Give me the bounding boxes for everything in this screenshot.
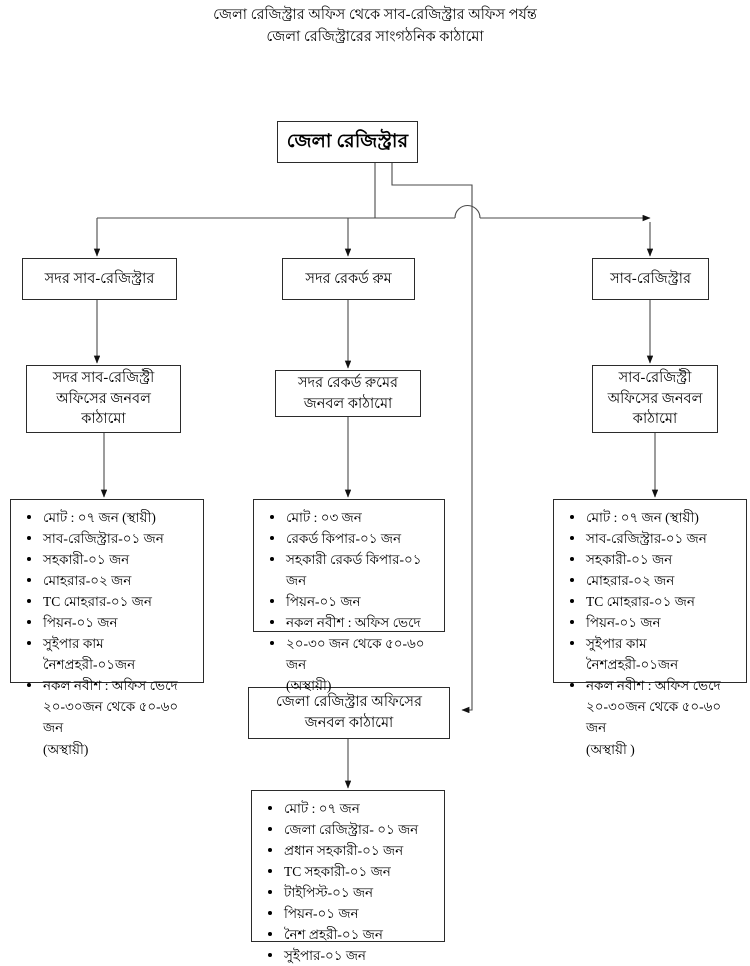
list-item: মোহরার-০২ জন (27, 570, 197, 591)
list-sadar-sub-registry-staff-items: মোট : ০৭ জন (স্থায়ী)সাব-রেজিস্ট্রার-০১ … (15, 507, 197, 760)
list-item: ২০-৩০জন থেকে ৫০-৬০ জন (43, 699, 179, 736)
list-item: টাইপিস্ট-০১ জন (268, 882, 438, 903)
list-item: নকল নবীশ : অফিস ভেদে (270, 612, 438, 633)
list-item: (অস্থায়ী) (286, 678, 332, 694)
edge-root-to-office-stem (391, 163, 473, 205)
list-item: প্রধান সহকারী-০১ জন (268, 840, 438, 861)
list-item: সাব-রেজিস্ট্রার-০১ জন (27, 528, 197, 549)
page-title: জেলা রেজিস্ট্রার অফিস থেকে সাব-রেজিস্ট্র… (0, 4, 750, 49)
node-sub-registrar-label: সাব-রেজিস্ট্রার (610, 270, 691, 287)
list-item: নৈশ প্রহরী-০১ জন (268, 924, 438, 945)
list-item: ২০-৩০ জন থেকে ৫০-৬০ জন (270, 633, 438, 675)
list-item: মোট : ০৭ জন (268, 798, 438, 819)
list-item: TC সহকারী-০১ জন (268, 861, 438, 882)
list-item: TC মোহরার-০১ জন (27, 591, 197, 612)
list-item: সহকারী-০১ জন (570, 549, 740, 570)
page-title-line-2: জেলা রেজিস্ট্রারের সাংগঠনিক কাঠামো (266, 29, 484, 46)
list-item: (অস্থায়ী) (43, 741, 89, 757)
node-sadar-sub-registrar-label: সদর সাব-রেজিস্ট্রার (44, 270, 155, 287)
list-sub-registry-staff: মোট : ০৭ জন (স্থায়ী)সাব-রেজিস্ট্রার-০১ … (553, 499, 747, 757)
node-sadar-sub-registrar[interactable]: সদর সাব-রেজিস্ট্রার (22, 258, 177, 300)
list-item: ২০-৩০জন থেকে ৫০-৬০ জন (586, 699, 722, 736)
list-item: মোট : ০৩ জন (270, 507, 438, 528)
list-item: নকল নবীশ : অফিস ভেদে (27, 675, 197, 696)
list-item: (অস্থায়ী ) (586, 741, 635, 757)
list-item: রেকর্ড কিপার-০১ জন (270, 528, 438, 549)
node-sadar-record-room-structure-label: সদর রেকর্ড রুমের জনবল কাঠামো (297, 374, 399, 412)
node-sadar-record-room-label: সদর রেকর্ড রুম (305, 270, 392, 287)
list-item: পিয়ন-০১ জন (570, 612, 740, 633)
node-district-registrar-label: জেলা রেজিস্ট্রার (286, 130, 409, 152)
edge-trunk-to-office-structure (461, 205, 473, 714)
list-item: TC মোহরার-০১ জন (570, 591, 740, 612)
list-item: সুইপার কাম নৈশপ্রহরী-০১জন (27, 633, 197, 675)
node-sadar-sub-registry-structure[interactable]: সদর সাব-রেজিস্ট্রী অফিসের জনবল কাঠামো (26, 365, 181, 433)
list-item: সুইপার কাম নৈশপ্রহরী-০১জন (570, 633, 740, 675)
list-item: জেলা রেজিস্ট্রার- ০১ জন (268, 819, 438, 840)
list-item: মোট : ০৭ জন (স্থায়ী) (27, 507, 197, 528)
edge-line-hop-arc (454, 204, 481, 219)
node-sadar-record-room[interactable]: সদর রেকর্ড রুম (282, 258, 415, 300)
node-district-registrar-office-structure-label: জেলা রেজিস্ট্রার অফিসের জনবল কাঠামো (276, 694, 422, 731)
list-item: সুইপার-০১ জন (268, 945, 438, 966)
list-item: সাব-রেজিস্ট্রার-০১ জন (570, 528, 740, 549)
list-item: পিয়ন-০১ জন (268, 903, 438, 924)
node-district-registrar[interactable]: জেলা রেজিস্ট্রার (277, 121, 418, 163)
node-district-registrar-office-structure[interactable]: জেলা রেজিস্ট্রার অফিসের জনবল কাঠামো (248, 687, 450, 739)
list-item: সহকারী রেকর্ড কিপার-০১ জন (270, 549, 438, 591)
node-sub-registry-structure[interactable]: সাব-রেজিস্ট্রী অফিসের জনবল কাঠামো (592, 365, 718, 433)
node-sadar-sub-registry-structure-label: সদর সাব-রেজিস্ট্রী অফিসের জনবল কাঠামো (52, 370, 155, 428)
node-sadar-record-room-structure[interactable]: সদর রেকর্ড রুমের জনবল কাঠামো (275, 370, 421, 417)
page-title-line-1: জেলা রেজিস্ট্রার অফিস থেকে সাব-রেজিস্ট্র… (213, 7, 537, 23)
node-sub-registry-structure-label: সাব-রেজিস্ট্রী অফিসের জনবল কাঠামো (607, 370, 703, 428)
list-item: মোহরার-০২ জন (570, 570, 740, 591)
list-item: পিয়ন-০১ জন (27, 612, 197, 633)
list-item: সহকারী-০১ জন (27, 549, 197, 570)
list-sub-registry-staff-items: মোট : ০৭ জন (স্থায়ী)সাব-রেজিস্ট্রার-০১ … (558, 507, 740, 760)
list-item: মোট : ০৭ জন (স্থায়ী) (570, 507, 740, 528)
list-item: পিয়ন-০১ জন (270, 591, 438, 612)
node-sub-registrar[interactable]: সাব-রেজিস্ট্রার (592, 258, 709, 300)
list-item: নকল নবীশ : অফিস ভেদে (570, 675, 740, 696)
list-sadar-sub-registry-staff: মোট : ০৭ জন (স্থায়ী)সাব-রেজিস্ট্রার-০১ … (10, 499, 204, 757)
